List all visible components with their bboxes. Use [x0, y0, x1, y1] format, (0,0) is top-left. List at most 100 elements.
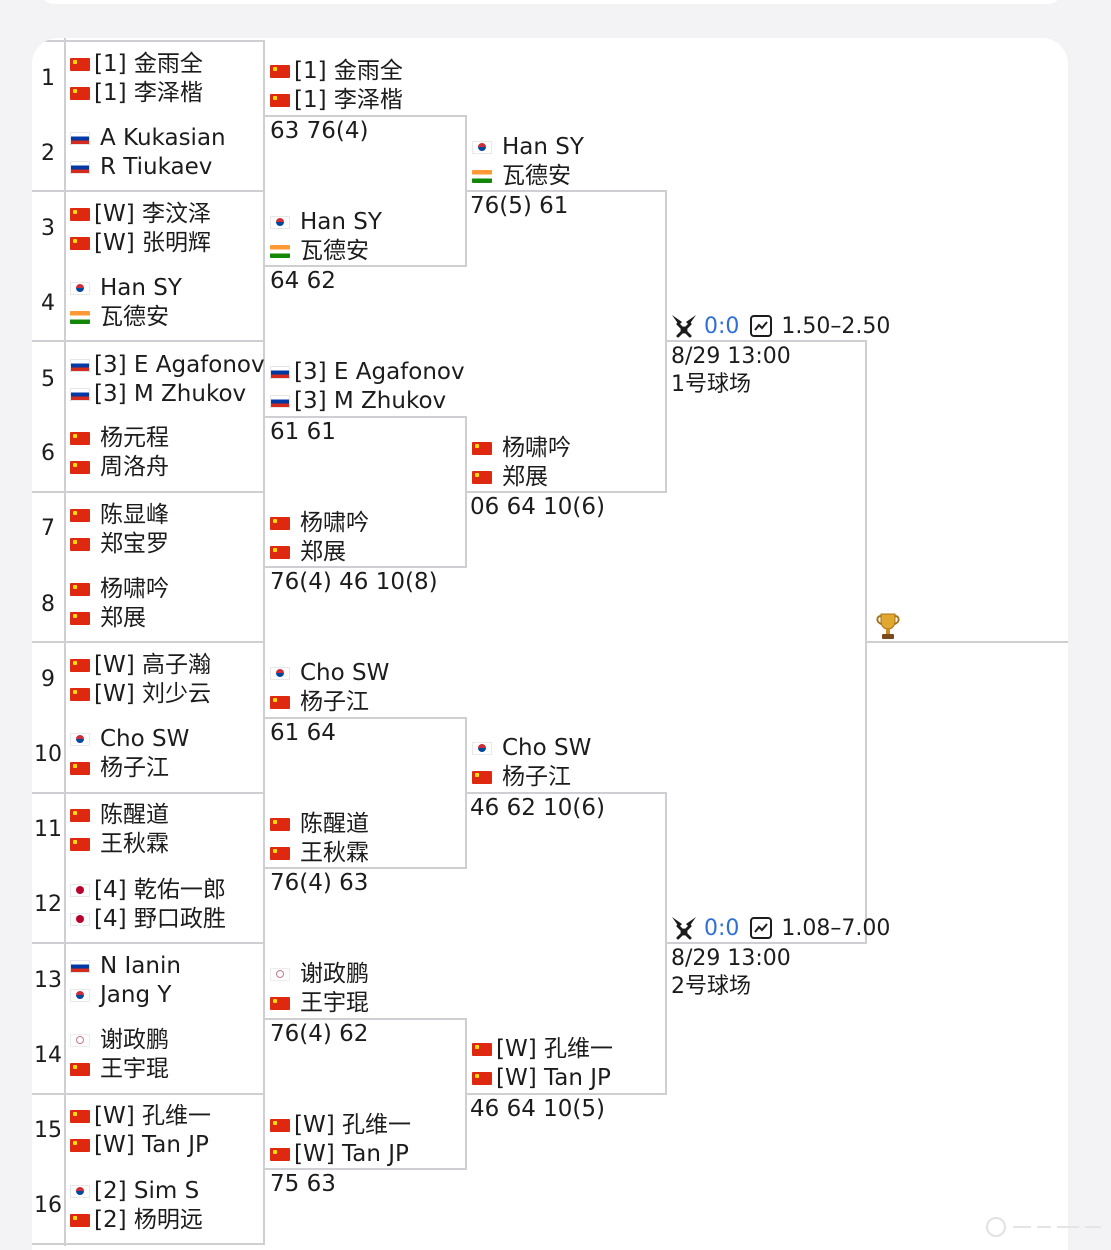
player-name: Han SY — [300, 209, 382, 235]
player-name: 陈显峰 — [100, 502, 169, 528]
china-flag-icon — [270, 997, 290, 1010]
player-name: 瓦德安 — [300, 238, 369, 264]
round2-team-6[interactable]: 陈醒道 王秋霖 — [270, 810, 369, 868]
semifinal-2-info[interactable]: 0:0 1.08–7.00 — [670, 913, 890, 943]
round2-team-2[interactable]: Han SY 瓦德安 — [270, 208, 382, 266]
round1-team-8[interactable]: 杨啸吟 郑展 — [70, 575, 169, 633]
russia-flag-icon — [70, 132, 90, 145]
player-row: Cho SW — [270, 659, 389, 688]
player-row: 郑展 — [270, 538, 369, 567]
round2-team-5[interactable]: Cho SW 杨子江 — [270, 659, 389, 717]
round1-team-2[interactable]: A Kukasian R Tiukaev — [70, 124, 226, 182]
semifinal-1-info[interactable]: 0:0 1.50–2.50 — [670, 311, 890, 341]
china-flag-icon — [70, 1139, 90, 1152]
player-row: 周洛舟 — [70, 453, 169, 482]
china-flag-icon — [70, 583, 90, 596]
live-score: 0:0 — [704, 313, 740, 339]
round1-team-7[interactable]: 陈显峰 郑宝罗 — [70, 501, 169, 559]
player-name: [W] Tan JP — [94, 1132, 209, 1158]
qf-team-4[interactable]: [W] 孔维一 [W] Tan JP — [472, 1035, 613, 1093]
crossed-rackets-icon — [672, 917, 696, 940]
player-row: 王宇琨 — [270, 989, 369, 1018]
qf-team-2[interactable]: 杨啸吟 郑展 — [472, 434, 571, 492]
semifinal-1-date: 8/29 13:00 — [671, 344, 791, 369]
round1-team-5[interactable]: [3] E Agafonov [3] M Zhukov — [70, 351, 265, 409]
chinese-taipei-flag-icon — [270, 968, 290, 981]
china-flag-icon — [70, 87, 90, 100]
player-row: 瓦德安 — [472, 162, 584, 191]
player-row: 陈醒道 — [70, 801, 169, 830]
round2-team-4[interactable]: 杨啸吟 郑展 — [270, 509, 369, 567]
round2-team-1[interactable]: [1] 金雨全 [1] 李泽楷 — [270, 57, 403, 115]
korea-flag-icon — [70, 989, 90, 1002]
player-name: [1] 李泽楷 — [94, 80, 203, 106]
player-row: [W] 刘少云 — [70, 680, 211, 709]
round1-team-11[interactable]: 陈醒道 王秋霖 — [70, 801, 169, 859]
player-name: 郑宝罗 — [100, 531, 169, 557]
draw-position-3: 3 — [41, 216, 55, 241]
player-name: R Tiukaev — [100, 154, 213, 180]
player-name: [W] Tan JP — [496, 1065, 611, 1091]
odds-trend-icon — [750, 917, 773, 939]
player-row: [W] 孔维一 — [70, 1102, 211, 1131]
player-row: [W] 高子瀚 — [70, 651, 211, 680]
china-flag-icon — [70, 237, 90, 250]
round1-team-10[interactable]: Cho SW 杨子江 — [70, 725, 189, 783]
player-row: Cho SW — [472, 734, 591, 763]
round1-team-1[interactable]: [1] 金雨全 [1] 李泽楷 — [70, 50, 203, 108]
round2-team-8[interactable]: [W] 孔维一 [W] Tan JP — [270, 1111, 411, 1169]
china-flag-icon — [70, 688, 90, 701]
china-flag-icon — [70, 432, 90, 445]
player-row: [2] 杨明远 — [70, 1206, 203, 1235]
player-name: [W] 刘少云 — [94, 681, 211, 707]
china-flag-icon — [70, 461, 90, 474]
player-name: 郑展 — [300, 539, 346, 565]
player-row: [3] M Zhukov — [270, 387, 465, 416]
player-name: 周洛舟 — [100, 454, 169, 480]
india-flag-icon — [472, 170, 492, 183]
player-row: Han SY — [70, 274, 182, 303]
draw-position-8: 8 — [41, 592, 55, 617]
japan-flag-icon — [70, 884, 90, 897]
china-flag-icon — [70, 838, 90, 851]
round1-team-3[interactable]: [W] 李汶泽 [W] 张明辉 — [70, 200, 211, 258]
round1-team-4[interactable]: Han SY 瓦德安 — [70, 274, 182, 332]
player-name: 杨子江 — [502, 764, 571, 790]
player-name: [4] 乾佑一郎 — [94, 877, 226, 903]
player-row: 王宇琨 — [70, 1055, 169, 1084]
round1-team-16[interactable]: [2] Sim S [2] 杨明远 — [70, 1177, 203, 1235]
round1-team-12[interactable]: [4] 乾佑一郎 [4] 野口政胜 — [70, 876, 226, 934]
qf-team-3[interactable]: Cho SW 杨子江 — [472, 734, 591, 792]
china-flag-icon — [270, 546, 290, 559]
player-row: 瓦德安 — [70, 303, 182, 332]
player-name: [W] 孔维一 — [94, 1103, 211, 1129]
player-name: 杨子江 — [300, 689, 369, 715]
round2-team-3[interactable]: [3] E Agafonov [3] M Zhukov — [270, 358, 465, 416]
korea-flag-icon — [472, 141, 492, 154]
russia-flag-icon — [270, 366, 290, 379]
player-name: [W] 孔维一 — [496, 1036, 613, 1062]
trophy-icon — [876, 613, 900, 639]
semifinal-1-court: 1号球场 — [671, 372, 751, 397]
round2-score-7: 76(4) 62 — [270, 1021, 369, 1047]
china-flag-icon — [70, 809, 90, 822]
player-name: 王宇琨 — [300, 990, 369, 1016]
draw-bracket: 1 2 3 4 5 6 7 8 9 10 11 12 13 14 15 16 [… — [32, 38, 1068, 1250]
china-flag-icon — [270, 517, 290, 530]
round1-team-6[interactable]: 杨元程 周洛舟 — [70, 424, 169, 482]
draw-position-6: 6 — [41, 441, 55, 466]
round1-team-15[interactable]: [W] 孔维一 [W] Tan JP — [70, 1102, 211, 1160]
round1-team-13[interactable]: N Ianin Jang Y — [70, 952, 181, 1010]
round1-team-14[interactable]: 谢政鹏 王宇琨 — [70, 1026, 169, 1084]
player-name: [W] 孔维一 — [294, 1112, 411, 1138]
qf-score-1: 76(5) 61 — [470, 193, 569, 219]
qf-score-3: 46 62 10(6) — [470, 795, 606, 821]
round1-team-9[interactable]: [W] 高子瀚 [W] 刘少云 — [70, 651, 211, 709]
player-name: Han SY — [502, 134, 584, 160]
odds: 1.08–7.00 — [781, 915, 891, 941]
round2-team-7[interactable]: 谢政鹏 王宇琨 — [270, 960, 369, 1018]
player-row: 杨子江 — [70, 754, 189, 783]
russia-flag-icon — [70, 359, 90, 372]
qf-team-1[interactable]: Han SY 瓦德安 — [472, 133, 584, 191]
player-name: Cho SW — [502, 735, 592, 761]
